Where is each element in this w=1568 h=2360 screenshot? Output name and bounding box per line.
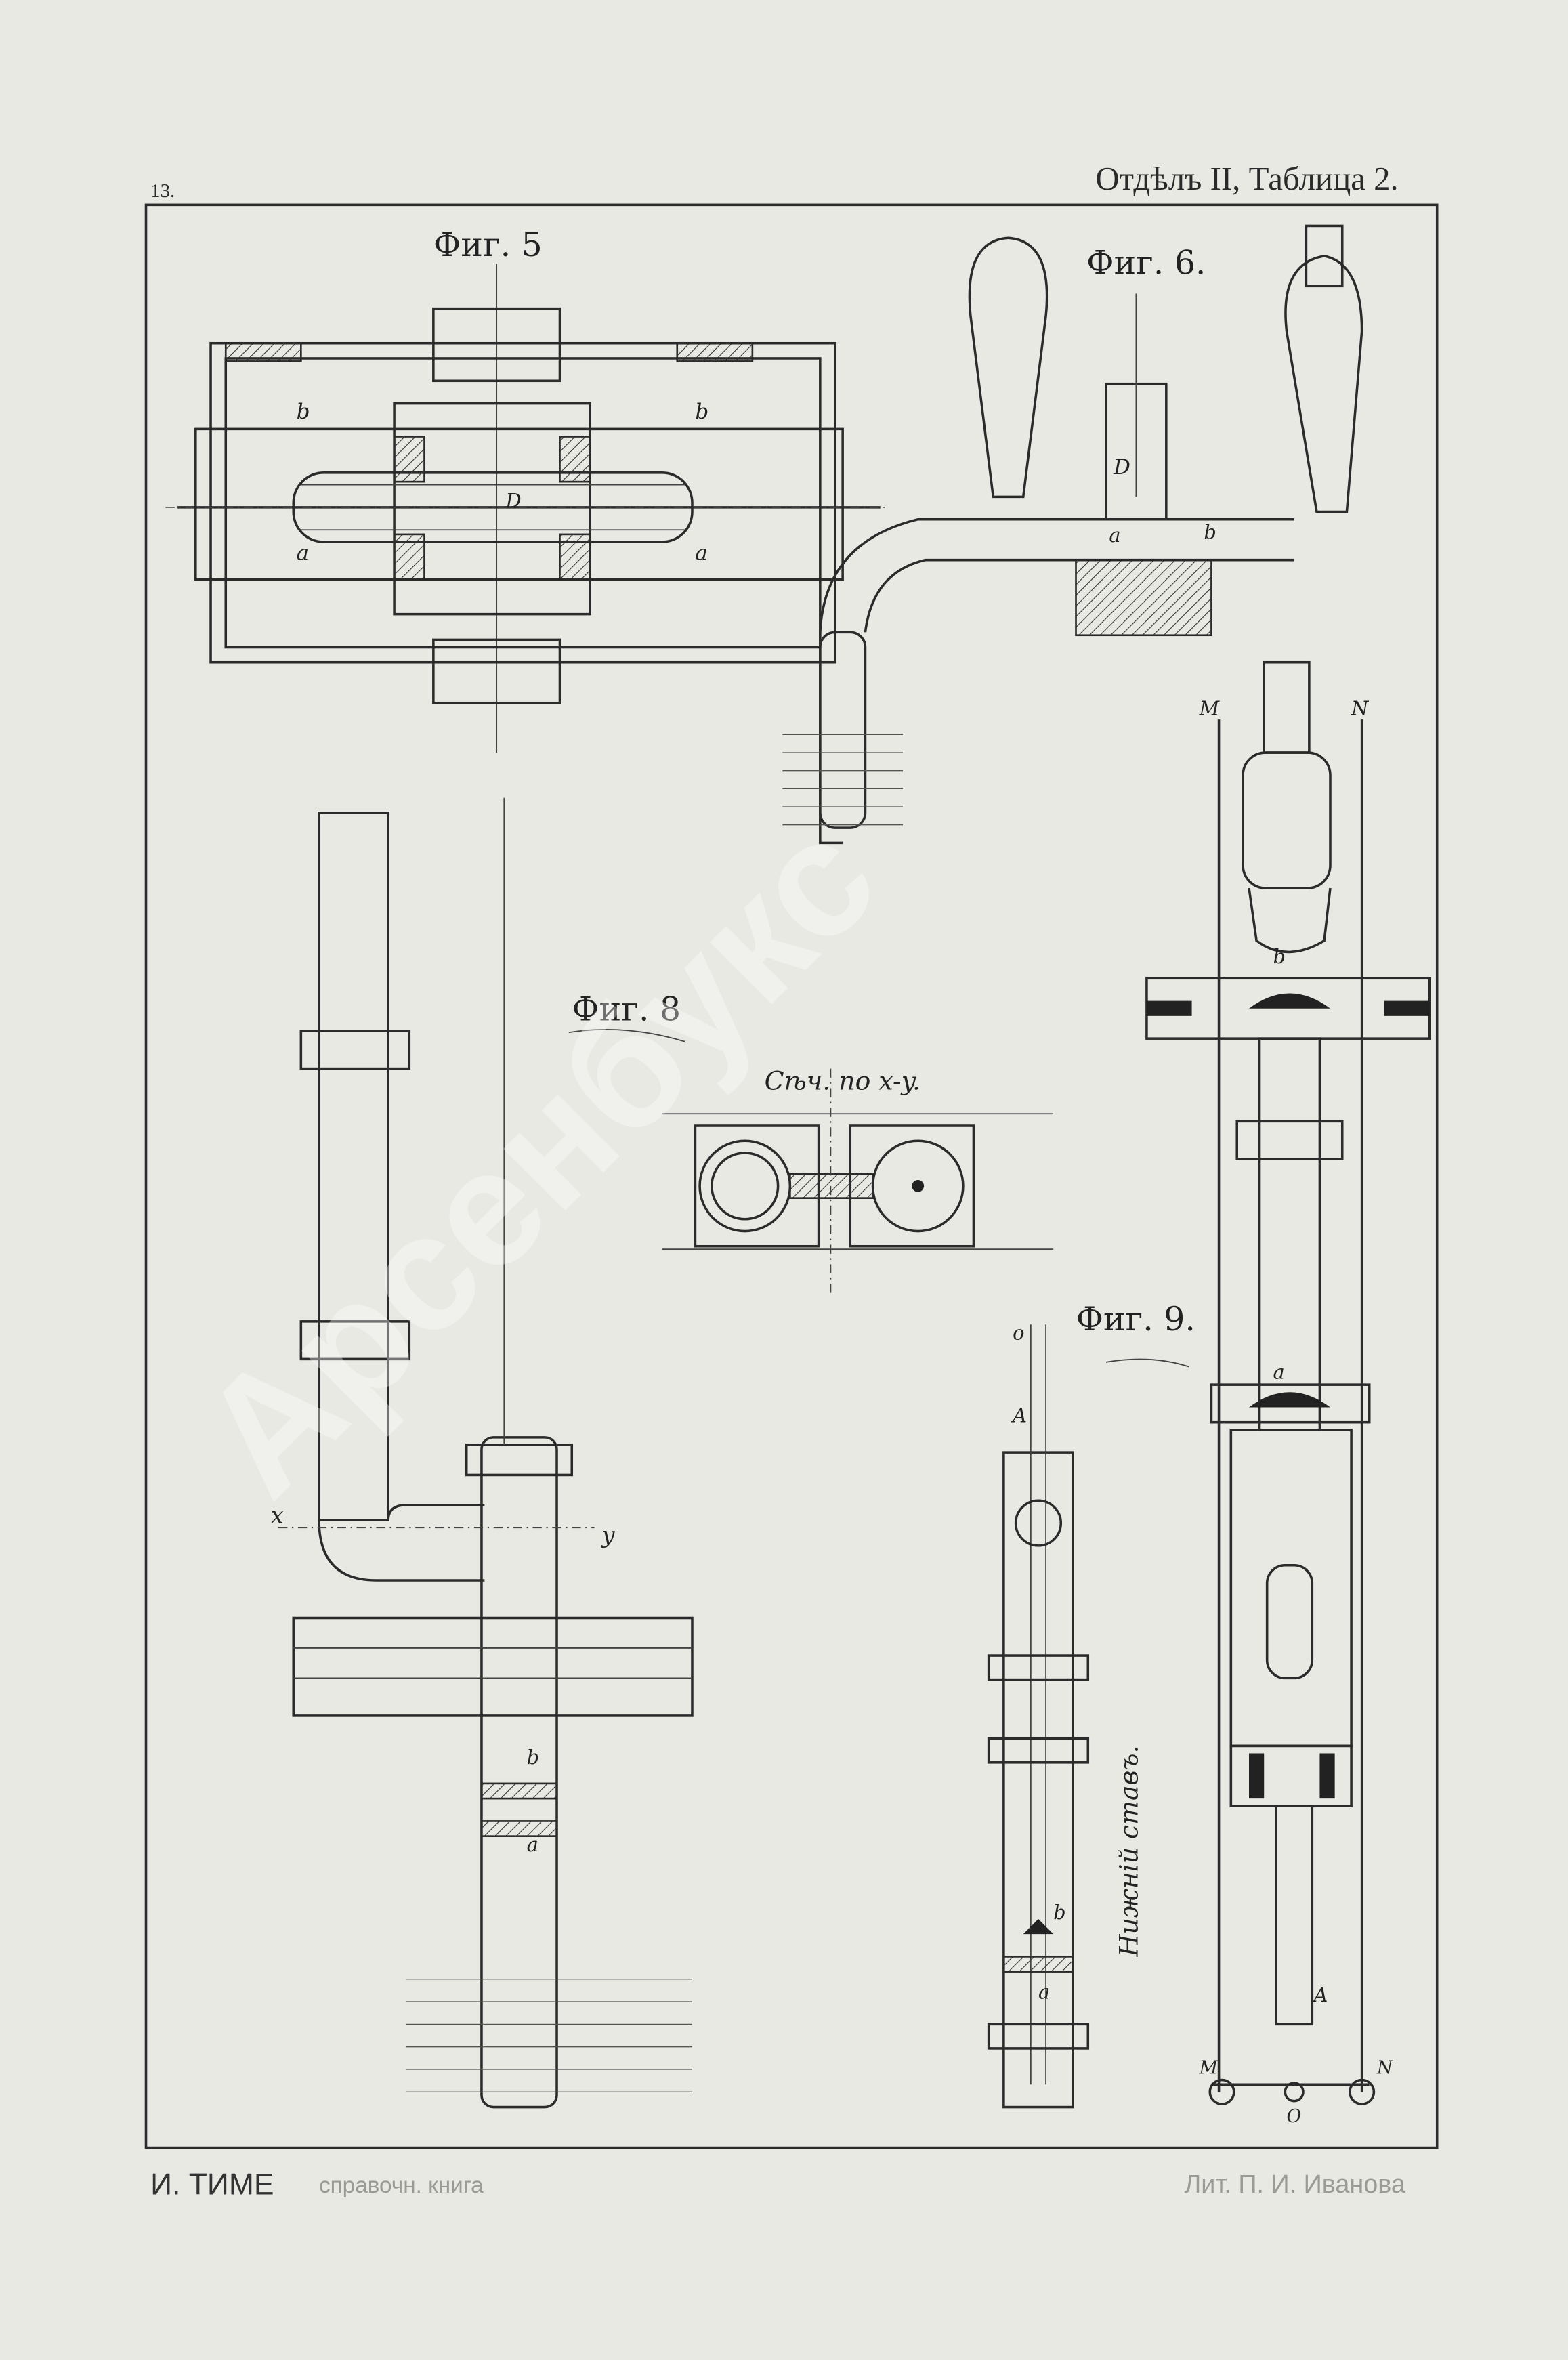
- page-number: 13.: [150, 180, 175, 202]
- fig9-label-b2: b: [1273, 945, 1286, 968]
- lower-stage-caption: Нижній ставъ.: [1114, 1745, 1144, 1957]
- footer-book: справочн. книга: [319, 2173, 484, 2198]
- fig6-label-b: b: [1204, 521, 1216, 544]
- section-xy-title: Сѣч. по x-y.: [765, 1066, 920, 1096]
- fig5-label-b-left: b: [297, 400, 310, 424]
- fig9-label-M-top: M: [1199, 696, 1221, 719]
- fig5-label-a-right: a: [695, 541, 708, 566]
- fig9-label-a: a: [1038, 1981, 1050, 2004]
- fig9-title: Фиг. 9.: [1076, 1300, 1195, 1339]
- figure-9: Фиг. 9. o A b a Нижній ставъ.: [987, 660, 1431, 2127]
- fig8-title: Фиг. 8: [572, 990, 681, 1029]
- fig5-title: Фиг. 5: [433, 226, 543, 264]
- figure-6: Фиг. 6. D a b: [782, 224, 1363, 845]
- fig8-label-b: b: [527, 1746, 539, 1769]
- fig5-label-a-left: a: [297, 541, 310, 566]
- fig8-label-x: x: [271, 1502, 284, 1529]
- figure-5: Фиг. 5 b b D a a: [165, 226, 888, 753]
- fig9-label-A2: A: [1312, 1983, 1328, 2006]
- figure-8: Фиг. 8 x y b a Сѣч. по x-y.: [271, 797, 1054, 2109]
- plate-title: Отдѣлъ II, Таблица 2.: [1095, 160, 1398, 197]
- fig9-label-o: o: [1013, 1321, 1024, 1344]
- fig5-label-b-right: b: [695, 400, 708, 424]
- footer-printer: Лит. П. И. Иванова: [1184, 2170, 1405, 2199]
- fig8-label-a: a: [527, 1833, 538, 1856]
- fig9-label-b: b: [1053, 1901, 1065, 1924]
- watermark: Арсенбукс: [165, 784, 911, 1530]
- fig9-label-N-bottom: N: [1376, 2058, 1394, 2079]
- fig6-label-a: a: [1109, 524, 1120, 547]
- fig9-label-O-bottom: O: [1287, 2106, 1302, 2127]
- fig9-label-A: A: [1011, 1404, 1027, 1427]
- footer-author: И. ТИМЕ: [150, 2168, 274, 2201]
- fig8-label-y: y: [601, 1521, 616, 1548]
- plate-frame: [144, 203, 1439, 2149]
- fig9-label-M-bottom: M: [1199, 2058, 1219, 2079]
- fig5-label-D: D: [505, 489, 521, 512]
- fig9-label-N-top: N: [1351, 696, 1370, 719]
- fig6-label-D: D: [1113, 455, 1130, 480]
- fig9-label-a2: a: [1273, 1360, 1285, 1383]
- fig6-title: Фиг. 6.: [1086, 244, 1206, 282]
